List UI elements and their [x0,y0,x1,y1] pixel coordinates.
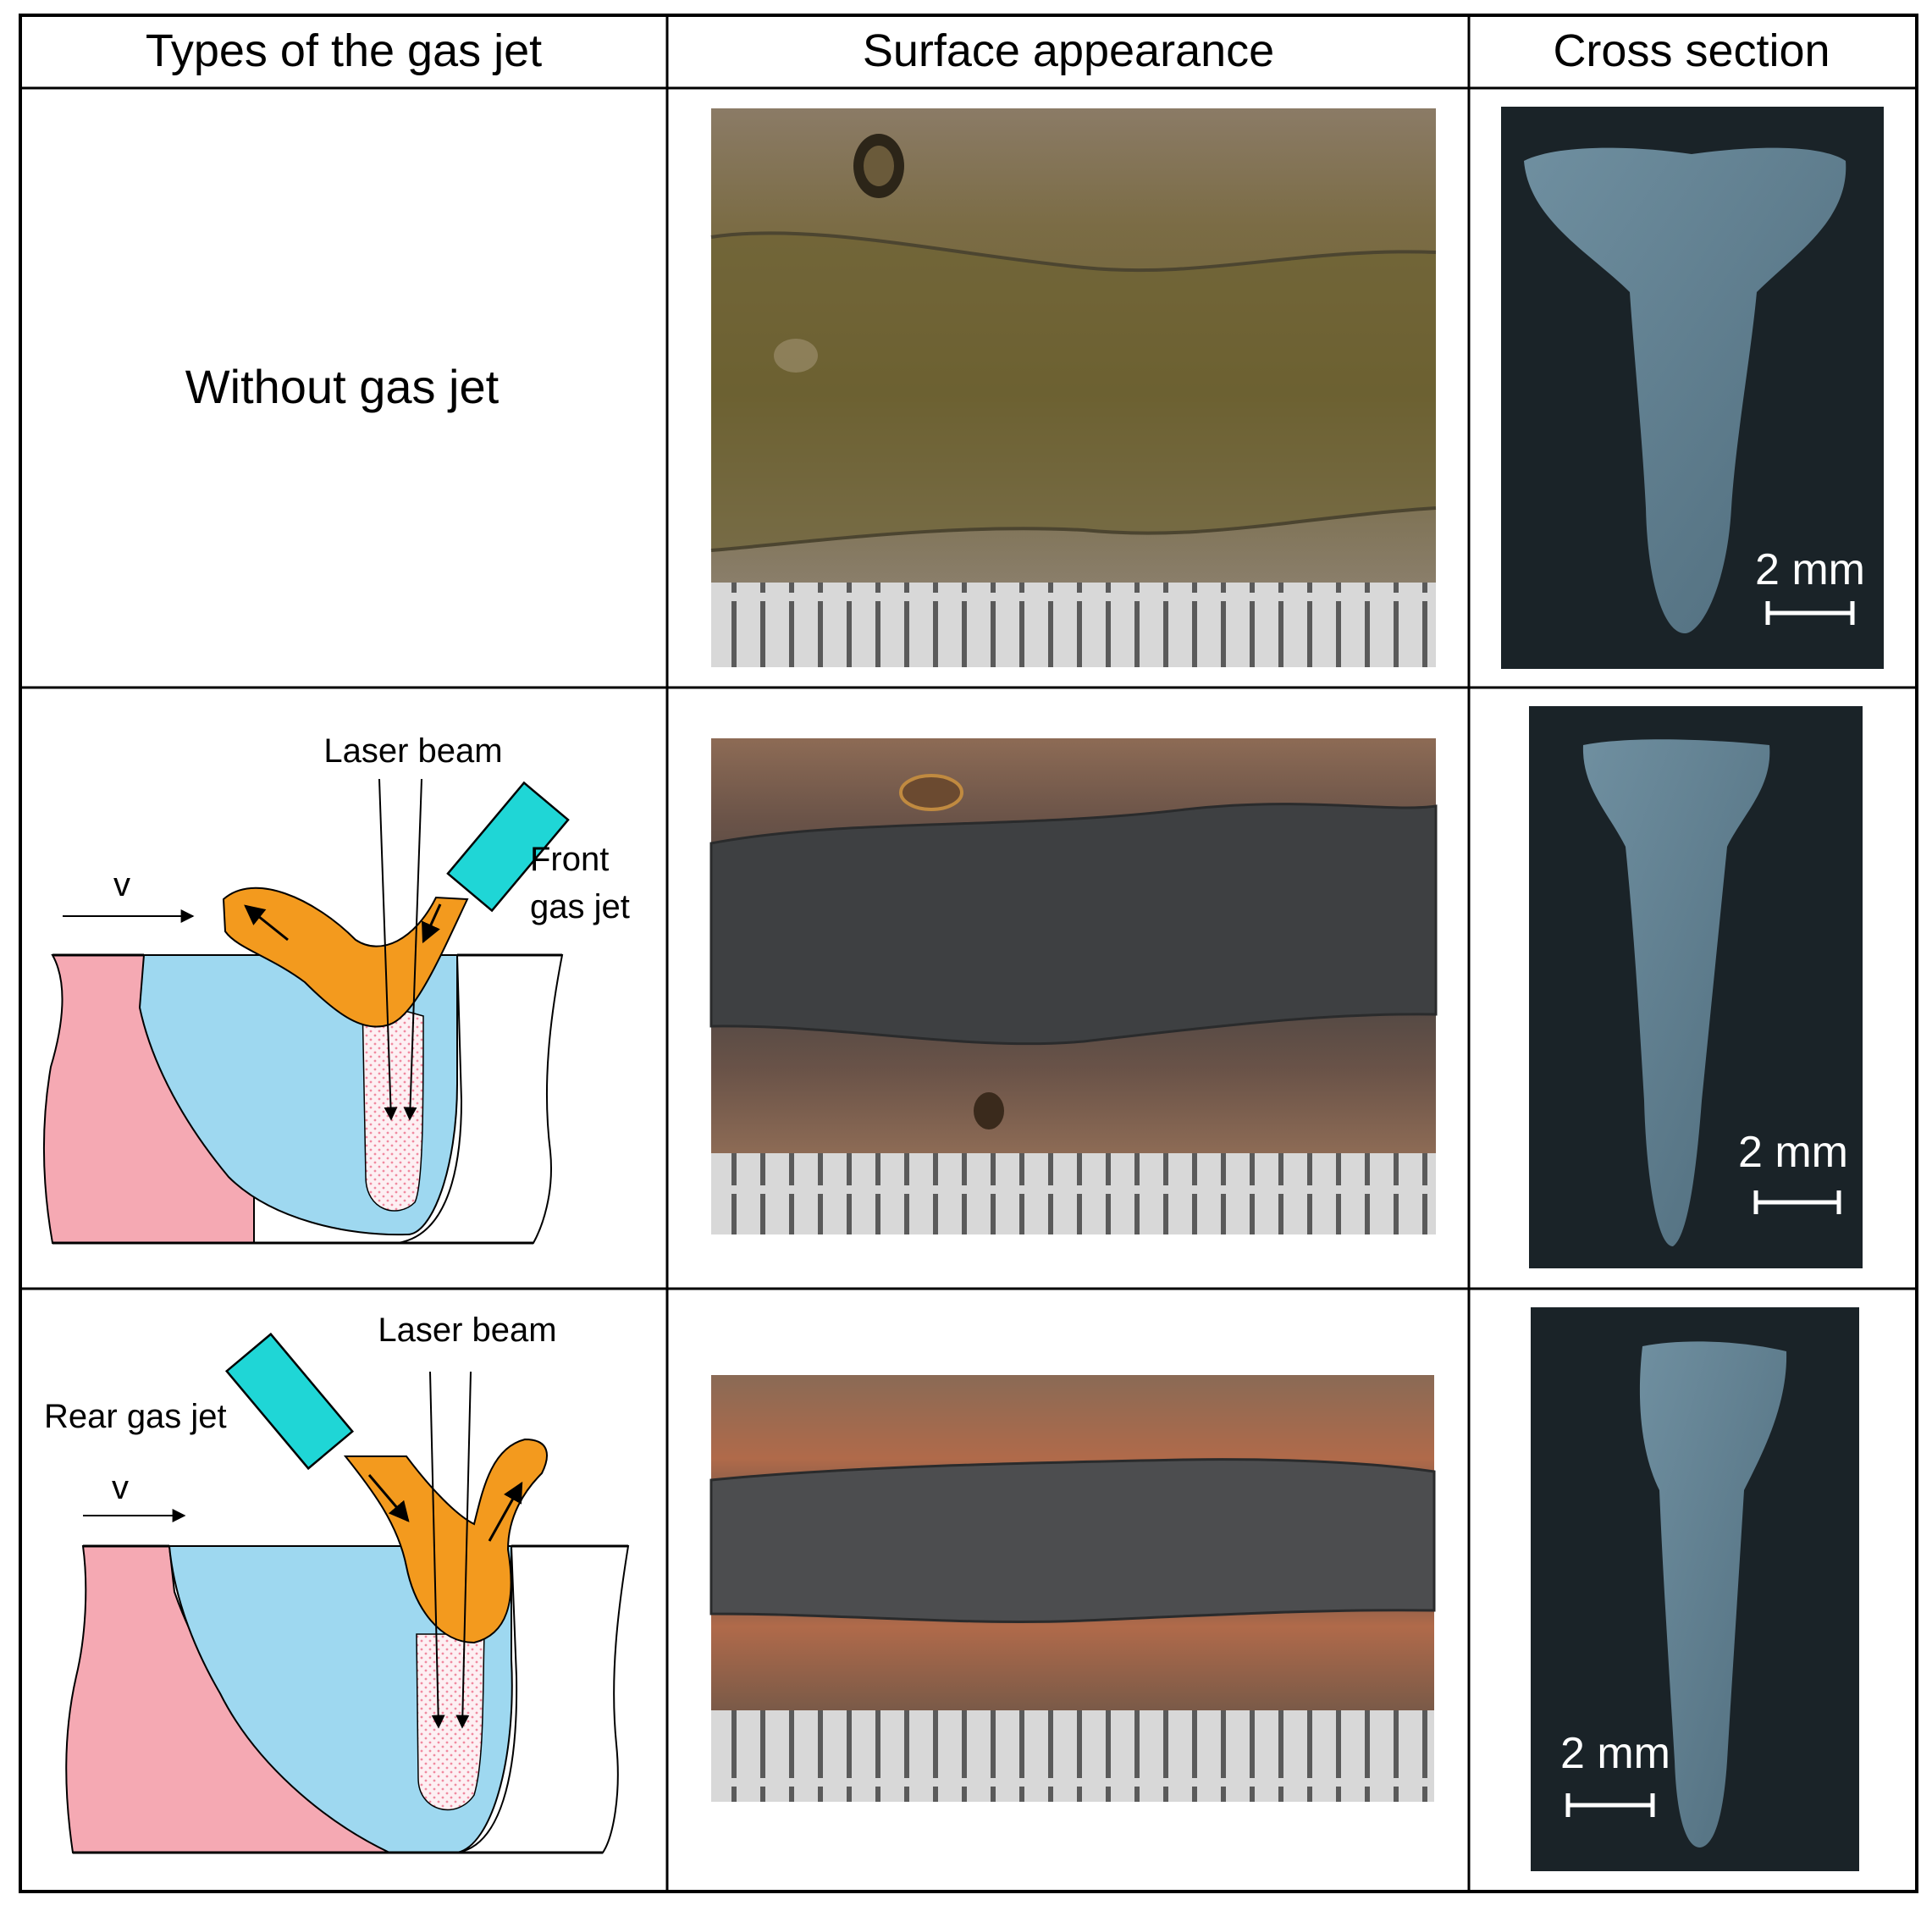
rear-gas-jet-label: Rear gas jet [44,1398,227,1435]
cross-section-photo-rear-jet [1531,1307,1859,1871]
surface-photo-front-jet [709,738,1438,1234]
laser-beam-label: Laser beam [378,1312,556,1349]
cross-section-photo-front-jet [1529,706,1863,1268]
without-gas-jet-label: Without gas jet [185,360,500,413]
laser-beam-label: Laser beam [323,732,502,770]
surface-photo-without-jet [710,108,1437,667]
cross-section-photo-without-jet [1501,107,1884,669]
surface-photo-rear-jet [709,1375,1436,1802]
header-gas-jet-type: Types of the gas jet [146,25,542,76]
table-grid [19,14,1918,1893]
front-gas-jet-label: Front [530,841,609,878]
header-surface-appearance: Surface appearance [863,25,1274,76]
header-cross-section: Cross section [1553,25,1830,76]
rear-gas-jet-diagram [65,1332,630,1854]
scale-bar-label: 2 mm [1755,545,1865,594]
front-gas-jet-diagram [42,778,570,1245]
front-gas-jet-label-2: gas jet [530,888,630,925]
velocity-label: v [113,866,130,903]
velocity-label: v [112,1469,129,1506]
scale-bar-label: 2 mm [1560,1729,1670,1778]
scale-bar-label: 2 mm [1738,1128,1848,1177]
